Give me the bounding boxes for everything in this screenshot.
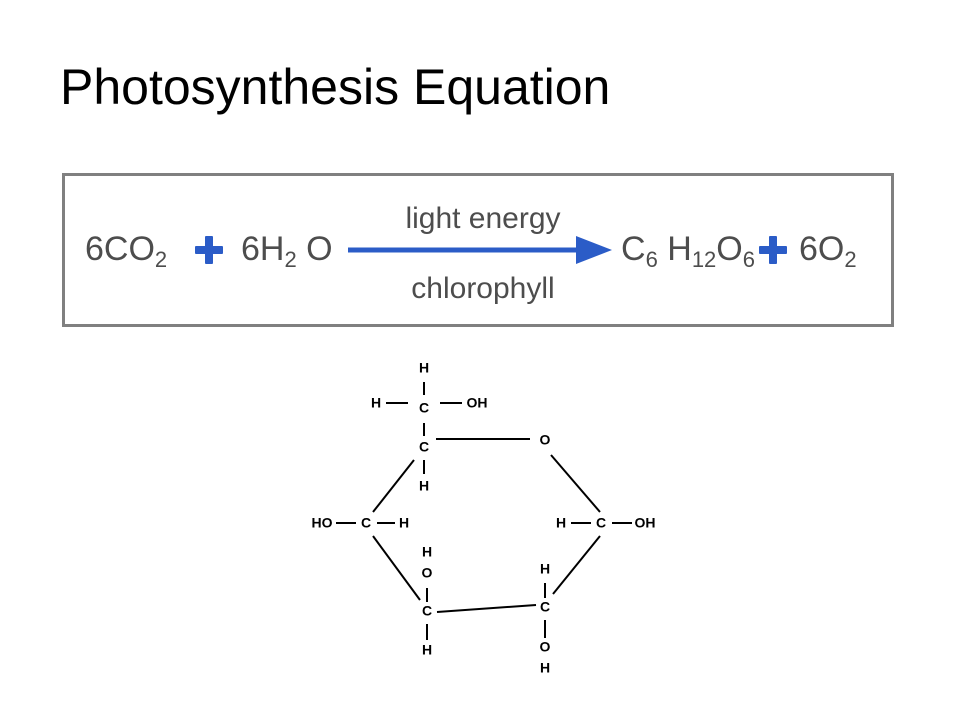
ring-oxygen: O	[540, 432, 551, 448]
atom-ho: HO	[312, 515, 333, 531]
plus-icon	[759, 236, 787, 264]
reactant-water: 6H2 O	[241, 230, 333, 272]
atom-h: H	[540, 561, 550, 577]
atom-o: O	[422, 565, 433, 581]
atom-c: C	[596, 515, 606, 531]
slide-title: Photosynthesis Equation	[60, 59, 611, 115]
atom-h: H	[419, 478, 429, 494]
reactant-carbon-dioxide: 6CO2	[85, 230, 168, 272]
arrow-label-top: light energy	[405, 202, 561, 235]
plus-icon	[195, 236, 223, 264]
product-glucose: C6 H12O6	[621, 230, 755, 272]
equation-box: 6CO2 6H2 O light energy chlorophyll C6 H…	[62, 173, 894, 327]
atom-c: C	[419, 439, 429, 455]
arrow-label-bottom: chlorophyll	[411, 272, 555, 305]
atom-h: H	[419, 360, 429, 376]
reaction-arrow-icon	[348, 236, 612, 264]
atom-oh: OH	[467, 395, 488, 411]
atom-c: C	[361, 515, 371, 531]
atom-h: H	[422, 544, 432, 560]
atom-c: C	[540, 599, 550, 615]
atom-h: H	[422, 642, 432, 658]
atom-c: C	[419, 400, 429, 416]
atom-c: C	[422, 603, 432, 619]
atom-h: H	[556, 515, 566, 531]
atom-o: O	[540, 639, 551, 655]
bonds	[336, 382, 632, 640]
product-oxygen: 6O2	[799, 230, 857, 272]
atom-oh: OH	[635, 515, 656, 531]
atom-h: H	[399, 515, 409, 531]
atom-h: H	[371, 395, 381, 411]
atom-h: H	[540, 660, 550, 676]
